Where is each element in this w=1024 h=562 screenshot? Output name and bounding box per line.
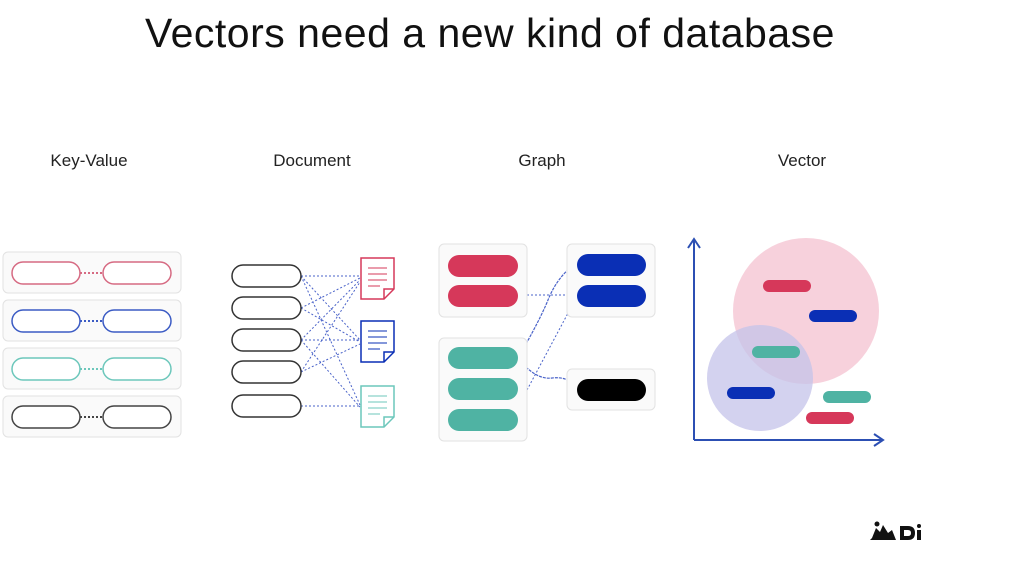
brand-logo [870, 521, 921, 540]
kv-row [2, 299, 182, 342]
document-field [231, 296, 302, 320]
graph-illustration [438, 243, 656, 442]
kv-row [2, 251, 182, 294]
label-document: Document [273, 151, 351, 170]
document-field [231, 264, 302, 288]
document-illustration [231, 257, 395, 428]
graph-node [438, 243, 528, 318]
label-graph: Graph [518, 151, 566, 170]
vector-point [806, 412, 854, 424]
key-value-illustration [2, 251, 182, 438]
slide-title: Vectors need a new kind of database [145, 10, 835, 56]
graph-edge [517, 267, 571, 359]
document-links [300, 275, 361, 408]
vector-cluster [707, 325, 813, 431]
vector-point [752, 346, 800, 358]
vector-point [763, 280, 811, 292]
label-key-value: Key-Value [50, 151, 128, 170]
kv-row [2, 395, 182, 438]
vector-point [727, 387, 775, 399]
kv-row [2, 347, 182, 390]
label-vector: Vector [777, 151, 827, 170]
vector-point [809, 310, 857, 322]
vector-axes [687, 237, 885, 447]
graph-node [566, 368, 656, 411]
vector-point [823, 391, 871, 403]
document-icon [360, 257, 395, 300]
graph-edge [526, 299, 576, 391]
document-field [231, 360, 302, 384]
vector-illustration [687, 237, 885, 447]
document-field [231, 328, 302, 352]
document-field [231, 394, 302, 418]
document-icon [360, 385, 395, 428]
graph-node [566, 243, 656, 318]
document-icon [360, 320, 395, 363]
graph-node [438, 337, 528, 442]
